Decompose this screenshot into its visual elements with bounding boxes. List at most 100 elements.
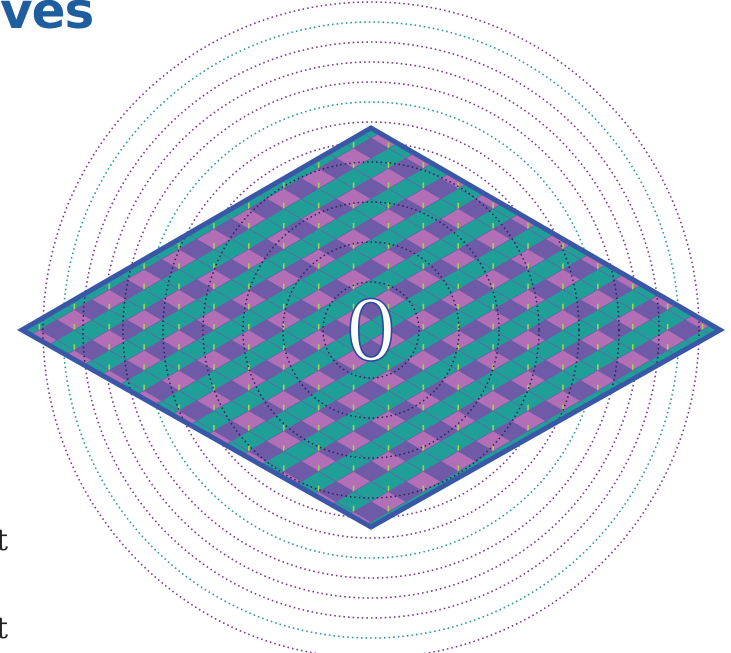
rhombus-tile (144, 461, 179, 481)
rhombus-tile (0, 461, 5, 481)
rhombus-tile (197, 492, 232, 512)
rhombus-tile (668, 98, 703, 118)
rhombus-tile (493, 461, 528, 481)
rhombus-tile (598, 441, 633, 461)
rhombus-tile (0, 320, 5, 340)
rhombus-tile (0, 98, 5, 118)
center-zero-label: 0 (345, 285, 397, 380)
rhombus-tile (22, 471, 57, 491)
rhombus-tile (179, 441, 214, 461)
rhombus-tile (214, 118, 249, 138)
rhombus-tile (5, 542, 40, 562)
rhombus-tile (5, 138, 40, 158)
rhombus-tile (5, 340, 40, 360)
rhombus-tile (563, 502, 598, 522)
rhombus-tile (0, 381, 5, 401)
rhombus-tile (720, 411, 731, 431)
rhombus-tile (336, 532, 371, 552)
rhombus-tile (703, 259, 731, 279)
rhombus-tile (615, 108, 650, 128)
rhombus-tile (423, 98, 458, 118)
rhombus-tile (388, 542, 423, 562)
rhombus-tile (284, 118, 319, 138)
rhombus-tile (92, 492, 127, 512)
rhombus-tile (249, 522, 284, 542)
rhombus-tile (650, 128, 685, 148)
rhombus-tile (650, 492, 685, 512)
rhombus-tile (0, 168, 22, 188)
rhombus-tile (703, 522, 731, 542)
rhombus-tile (0, 229, 22, 249)
rhombus-tile (22, 108, 57, 128)
rhombus-tile (546, 471, 581, 491)
rhombus-tile (0, 179, 5, 199)
rhombus-tile (458, 138, 493, 158)
rhombus-tile (0, 441, 5, 461)
rhombus-tile (720, 451, 731, 471)
rhombus-tile (74, 219, 109, 239)
rhombus-tile (406, 108, 441, 128)
rhombus-tile (109, 482, 144, 502)
rhombus-tile (633, 461, 668, 481)
rhombus-tile (92, 168, 127, 188)
rhombus-tile (598, 158, 633, 178)
rhombus-tile (563, 461, 598, 481)
rhombus-tile (668, 118, 703, 138)
rhombus-tile (74, 381, 109, 401)
rhombus-tile (57, 512, 92, 532)
rhombus-tile (57, 391, 92, 411)
rhombus-tile (441, 148, 476, 168)
rhombus-tile (0, 532, 22, 552)
rhombus-tile (511, 108, 546, 128)
rhombus-tile (650, 148, 685, 168)
rhombus-tile (39, 522, 74, 542)
rhombus-tile (0, 340, 5, 360)
rhombus-tile (668, 158, 703, 178)
rhombus-tile (0, 411, 22, 431)
rhombus-tile (633, 381, 668, 401)
rhombus-tile (39, 239, 74, 259)
rhombus-tile (5, 280, 40, 300)
rhombus-tile (57, 249, 92, 269)
rhombus-tile (511, 168, 546, 188)
rhombus-tile (493, 542, 528, 562)
rhombus-tile (266, 128, 301, 148)
rhombus-tile (231, 148, 266, 168)
rhombus-tile (650, 189, 685, 209)
rhombus-tile (703, 280, 731, 300)
rhombus-tile (650, 269, 685, 289)
rhombus-tile (615, 189, 650, 209)
rhombus-tile (162, 532, 197, 552)
rhombus-tile (493, 118, 528, 138)
rhombus-tile (74, 98, 109, 118)
rhombus-tile (92, 451, 127, 471)
rhombus-tile (546, 189, 581, 209)
rhombus-tile (598, 461, 633, 481)
rhombus-tile (5, 179, 40, 199)
rhombus-tile (284, 98, 319, 118)
rhombus-tile (668, 441, 703, 461)
rhombus-tile (162, 128, 197, 148)
rhombus-tile (563, 542, 598, 562)
rhombus-tile (703, 118, 731, 138)
rhombus-tile (598, 98, 633, 118)
rhombus-tile (563, 482, 598, 502)
rhombus-tile (22, 411, 57, 431)
rhombus-tile (528, 98, 563, 118)
rhombus-tile (668, 522, 703, 542)
rhombus-tile (144, 199, 179, 219)
rhombus-tile (388, 98, 423, 118)
rhombus-tile (0, 471, 22, 491)
rhombus-tile (57, 532, 92, 552)
rhombus-tile (0, 310, 22, 330)
rhombus-tile (685, 512, 720, 532)
rhombus-tile (249, 118, 284, 138)
rhombus-tile (0, 269, 22, 289)
rhombus-tile (301, 512, 336, 532)
rhombus-tile (162, 471, 197, 491)
rhombus-tile (162, 148, 197, 168)
rhombus-tile (615, 391, 650, 411)
rhombus-tile (0, 219, 5, 239)
rhombus-tile (74, 421, 109, 441)
rhombus-tile (197, 512, 232, 532)
